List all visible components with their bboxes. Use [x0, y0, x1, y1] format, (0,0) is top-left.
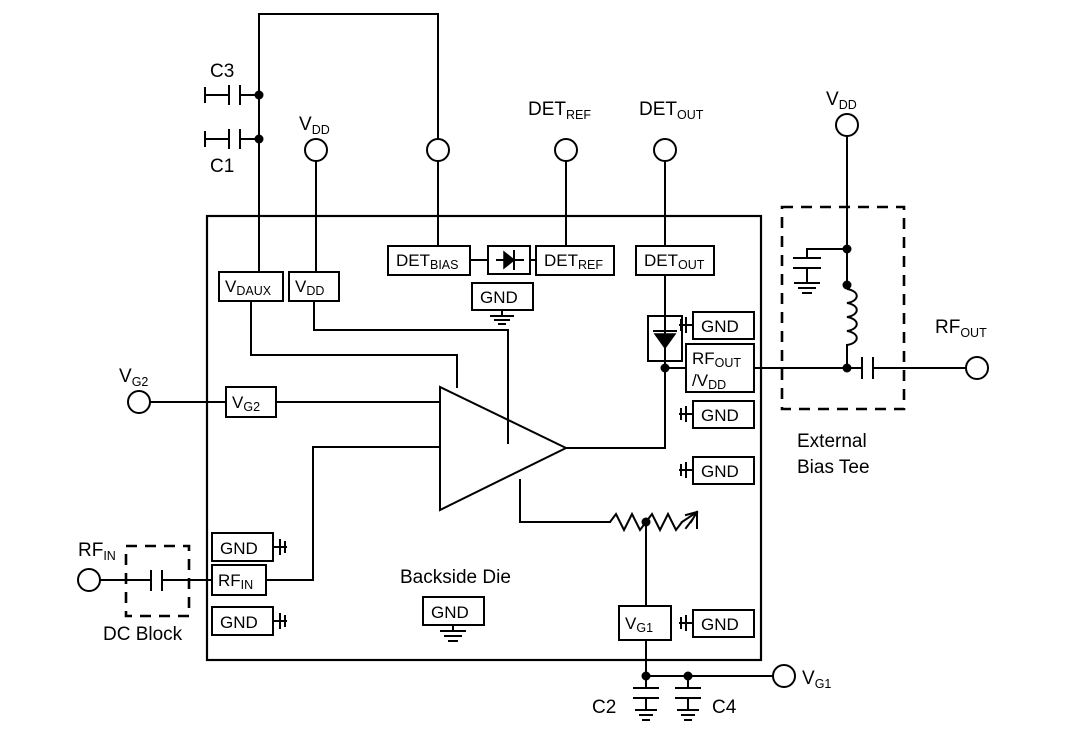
gnd-pad-detbias: GND: [471, 282, 534, 311]
resistor-r2: [645, 511, 683, 533]
dc-block-capacitor: [150, 570, 213, 591]
port-vg2[interactable]: [127, 390, 151, 414]
wire-vdaux-route: [250, 300, 458, 388]
port-vg1[interactable]: [772, 664, 796, 688]
port-label-vg1: VG1: [802, 668, 831, 691]
wire-biastee-cap: [806, 248, 848, 259]
svg-text:GND: GND: [480, 288, 518, 307]
detector-diode: [487, 245, 531, 275]
clamp-diode: [647, 315, 683, 369]
backside-gnd-pad: GND: [422, 596, 485, 626]
junction-c3: [254, 90, 264, 100]
label-external-bias-tee-line2: Bias Tee: [797, 457, 870, 478]
capacitor-c4: [675, 675, 701, 721]
biastee-inductor: [846, 288, 858, 369]
port-label-det-out: DETOUT: [639, 99, 704, 122]
gnd-stub-rfin-upper: [272, 539, 287, 555]
die-outline: [205, 214, 763, 662]
capacitor-c2: [633, 675, 659, 721]
svg-text:GND: GND: [701, 615, 739, 634]
vg2-pad: VG2: [225, 386, 277, 418]
gnd-stub-upper: [679, 317, 694, 333]
port-det-bias[interactable]: [426, 138, 450, 162]
detref-pad: DETREF: [535, 245, 615, 276]
port-vdd-biastee[interactable]: [835, 113, 859, 137]
biastee-series-capacitor: [846, 357, 969, 379]
port-label-rf-out: RFOUT: [935, 317, 987, 340]
wire-amp-bias-down: [519, 479, 611, 523]
detout-pad: DETOUT: [635, 245, 715, 276]
port-det-out[interactable]: [653, 138, 677, 162]
detbias-pad: DETBIAS: [387, 245, 471, 276]
gnd-pad-rfout-lower1: GND: [692, 400, 755, 429]
svg-text:GND: GND: [220, 613, 258, 632]
port-label-vdd-biastee: VDD: [826, 89, 857, 112]
vdd-pad-die: VDD: [288, 271, 340, 302]
label-external-bias-tee-line1: External: [797, 431, 867, 452]
gnd-pad-rfout-lower2: GND: [692, 456, 755, 485]
gnd-pad-rfout-upper: GND: [692, 311, 755, 340]
svg-text:GND: GND: [431, 603, 469, 622]
wire-vdd-route: [313, 300, 509, 444]
gnd-stub-lower2: [679, 462, 694, 478]
svg-text:GND: GND: [701, 462, 739, 481]
wire-top-bridge: [258, 13, 439, 141]
gnd-pad-rfin-lower: GND: [211, 606, 274, 636]
port-label-vg2: VG2: [119, 366, 148, 389]
port-rf-in[interactable]: [77, 568, 101, 592]
port-label-vdd-top: VDD: [299, 114, 330, 137]
label-c4: C4: [712, 697, 737, 718]
biastee-shunt-capacitor: [793, 257, 821, 284]
svg-text:GND: GND: [220, 539, 258, 558]
capacitor-c3: [204, 85, 260, 105]
port-det-ref[interactable]: [554, 138, 578, 162]
vg1-pad: VG1: [618, 605, 672, 641]
gnd-pad-vg1: GND: [692, 609, 755, 638]
backside-ground-symbol: [440, 624, 466, 642]
label-c3: C3: [210, 61, 234, 82]
port-vdd-top[interactable]: [304, 138, 328, 162]
ground-symbol-detbias: [490, 309, 514, 325]
port-rf-out[interactable]: [965, 356, 989, 380]
svg-text:GND: GND: [701, 317, 739, 336]
gnd-stub-vg1: [679, 615, 694, 631]
amplifier-symbol: [439, 385, 569, 512]
capacitor-c1: [204, 129, 260, 149]
bias-tee-boundary: [780, 205, 906, 411]
gnd-pad-rfin-upper: GND: [211, 532, 274, 562]
junction-c1: [254, 134, 264, 144]
port-label-rf-in: RFIN: [78, 540, 116, 563]
port-label-det-ref: DETREF: [528, 99, 591, 122]
label-dc-block: DC Block: [103, 624, 183, 645]
junction-inductor-top: [842, 280, 852, 290]
gnd-stub-lower1: [679, 406, 694, 422]
svg-text:GND: GND: [701, 406, 739, 425]
gnd-stub-rfin-lower: [272, 613, 287, 629]
rfout-vdd-pad: RFOUT /VDD: [685, 343, 755, 393]
vdaux-pad: VDAUX: [218, 271, 284, 302]
ground-symbol-resistor: [680, 510, 699, 530]
wire-rfin-to-amp: [312, 446, 441, 581]
label-c2: C2: [592, 697, 616, 718]
biastee-ground-symbol: [794, 282, 820, 294]
resistor-r1: [609, 511, 647, 533]
label-c1: C1: [210, 156, 234, 177]
rfin-pad: RFIN: [211, 564, 267, 596]
label-backside-die: Backside Die: [400, 567, 511, 588]
